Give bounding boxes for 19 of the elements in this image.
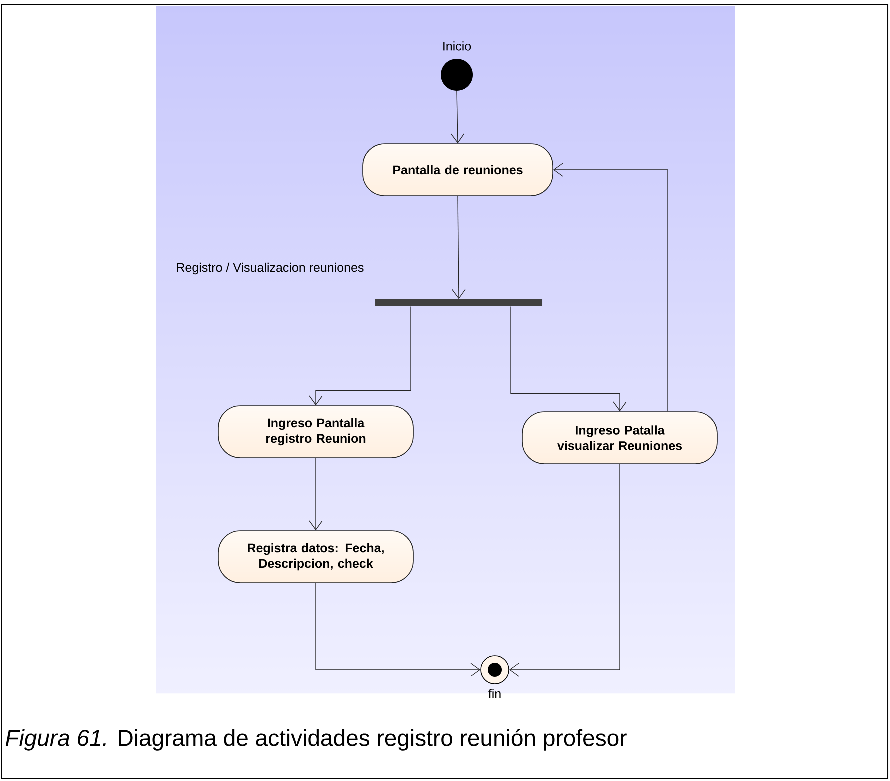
end-circle xyxy=(480,656,510,684)
caption: Figura 61. Diagrama de actividades registro reunión profesor xyxy=(6,729,627,751)
action-box: Registra datos: Fecha, Descripcion, check xyxy=(218,530,414,584)
arrow xyxy=(452,196,466,300)
arrow xyxy=(450,90,465,144)
arrow xyxy=(309,458,323,531)
arrow xyxy=(510,306,627,412)
arrow xyxy=(316,583,481,677)
fork-bar xyxy=(376,300,542,306)
node-label: Inicio xyxy=(444,42,472,51)
arrow xyxy=(553,163,668,412)
action-box: Pantalla de reuniones xyxy=(362,144,554,196)
arrow xyxy=(309,306,412,406)
start-circle xyxy=(441,59,473,91)
node-label: fin xyxy=(488,689,501,698)
node-label: Registro / Visualizacion reuniones xyxy=(177,262,364,275)
arrow xyxy=(509,464,620,677)
action-box: Ingreso Patalla visualizar Reuniones xyxy=(522,412,718,464)
action-box: Ingreso Pantalla registro Reunion xyxy=(218,406,414,458)
